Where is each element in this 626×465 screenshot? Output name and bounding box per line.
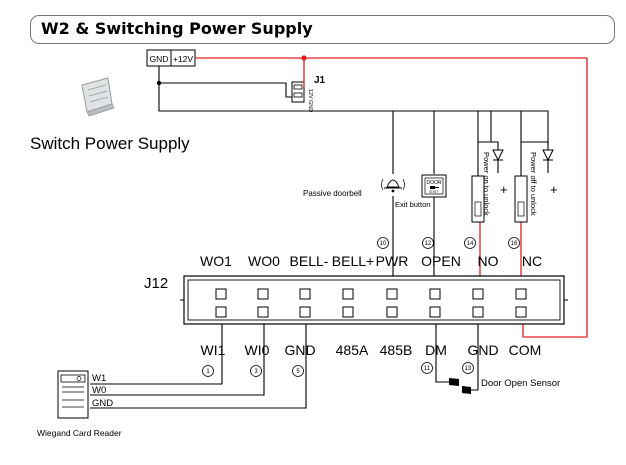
power-supply-label: Switch Power Supply	[30, 134, 190, 153]
j12-top-pin	[386, 288, 398, 300]
pin-number: 13	[465, 366, 472, 372]
door-sensor-label: Door Open Sensor	[481, 378, 560, 389]
reader-wire-label: W1	[92, 373, 106, 384]
j12-top-pin	[515, 288, 527, 300]
pin-number: 3	[254, 369, 258, 375]
j1-label: J1	[314, 75, 326, 86]
pin-number: 16	[511, 241, 518, 247]
signal-wires	[90, 66, 549, 409]
reader-label: Wiegand Card Reader	[37, 428, 122, 438]
j12-connector	[180, 275, 568, 325]
j12-top-label: OPEN	[421, 253, 461, 269]
j12-top-label: NO	[478, 253, 499, 269]
pin-number: 11	[424, 366, 431, 372]
j12-bottom-pin	[215, 306, 227, 318]
diode-1-icon	[492, 149, 504, 162]
reader-wire-label: W0	[92, 385, 106, 396]
j12-bottom-pin	[515, 306, 527, 318]
pin-number: 12	[425, 241, 432, 247]
plus-sign-1: +	[500, 182, 508, 197]
door-sensor-icon	[449, 378, 471, 394]
pin-number: 1	[206, 369, 210, 375]
j12-top-pin	[342, 288, 354, 300]
wiegand-reader-icon	[57, 370, 89, 419]
exit-button-icon: DOOR EXIT	[421, 174, 447, 198]
gnd-terminal-label: GND	[150, 54, 169, 64]
lock-power-off-label: Power off to unlock	[529, 152, 538, 216]
pin-number: 5	[296, 369, 300, 375]
exit-button-label: Exit button	[395, 200, 430, 209]
diode-2-icon	[542, 149, 554, 162]
j1-gnd-label: GND	[307, 100, 313, 112]
j12-top-label: BELL-	[290, 253, 329, 269]
j12-top-pin	[257, 288, 269, 300]
j12-pins	[215, 288, 527, 318]
j12-bottom-label: 485B	[380, 342, 413, 358]
svg-text:DOOR: DOOR	[427, 180, 442, 186]
j12-bottom-label: COM	[509, 342, 542, 358]
lock-power-on-label: Power on to unlock	[482, 152, 491, 216]
plus-sign-2: +	[550, 182, 558, 197]
j12-label: J12	[144, 275, 168, 292]
reader-wire-label: GND	[92, 398, 113, 409]
j12-bottom-pin	[299, 306, 311, 318]
j1-12v-label: 12V	[307, 89, 313, 99]
j12-bottom-pin	[429, 306, 441, 318]
j12-bottom-label: WI1	[201, 342, 226, 358]
j12-bottom-label: WI0	[245, 342, 270, 358]
j12-top-pin	[429, 288, 441, 300]
title-bar: W2 & Switching Power Supply	[30, 15, 615, 44]
j12-bottom-label: GND	[467, 342, 498, 358]
j12-top-label: PWR	[376, 253, 409, 269]
power-supply-icon	[81, 77, 115, 117]
j12-top-pin	[215, 288, 227, 300]
j12-top-label: WO0	[248, 253, 280, 269]
j12-bottom-label: 485A	[336, 342, 369, 358]
j12-top-label: BELL+	[332, 253, 374, 269]
pin-number: 10	[380, 241, 387, 247]
doorbell-icon	[381, 178, 405, 193]
page-title: W2 & Switching Power Supply	[41, 19, 313, 38]
pin-number: 14	[467, 241, 474, 247]
j12-bottom-label: GND	[284, 342, 315, 358]
svg-text:EXIT: EXIT	[430, 189, 439, 194]
j12-bottom-pin	[257, 306, 269, 318]
j12-bottom-pin	[472, 306, 484, 318]
j12-bottom-label: DM	[425, 342, 447, 358]
j12-top-label: NC	[522, 253, 542, 269]
plus12v-terminal-label: +12V	[173, 54, 193, 64]
doorbell-label: Passive doorbell	[303, 189, 362, 198]
j12-top-pin	[299, 288, 311, 300]
j12-bottom-pin	[342, 306, 354, 318]
j12-top-pin	[472, 288, 484, 300]
j12-top-label: WO1	[200, 253, 232, 269]
circled-pin-numbers	[202, 237, 520, 377]
j12-bottom-pin	[386, 306, 398, 318]
